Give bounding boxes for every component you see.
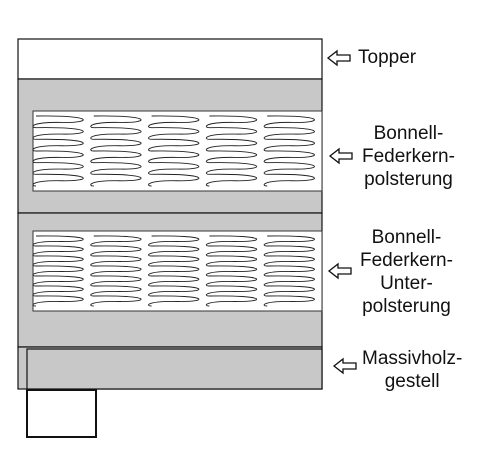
spring-coil (32, 115, 84, 187)
hollow-left-arrow-icon (327, 262, 352, 280)
spring-coil (90, 235, 142, 307)
spring-coil (148, 235, 200, 307)
topper-layer (17, 38, 323, 80)
hollow-left-arrow-icon (328, 147, 353, 165)
hollow-left-arrow-icon (326, 49, 351, 67)
label-frame-line-2: gestell (384, 371, 440, 392)
label-frame: Massivholz- gestell (362, 347, 462, 393)
label-lower-core-line-2: Federkern- (360, 250, 453, 271)
label-lower-core: Bonnell- Federkern- Unter- polsterung (360, 226, 453, 318)
label-lower-core-line-3: Unter- (380, 273, 433, 294)
spring-coil (205, 235, 258, 307)
label-upper-core-line-1: Bonnell- (373, 123, 444, 144)
spring-coil (148, 115, 200, 187)
label-upper-core-line-3: polsterung (364, 169, 453, 190)
label-upper-core-line-2: Federkern- (362, 146, 455, 167)
label-frame-line-1: Massivholz- (362, 348, 463, 369)
frame-inner-board (26, 348, 323, 390)
upper-spring-core (32, 110, 323, 192)
label-lower-core-line-1: Bonnell- (371, 227, 442, 248)
label-topper-text: Topper (358, 47, 417, 68)
spring-coil (263, 235, 315, 307)
spring-coil (263, 115, 315, 187)
spring-coil (32, 235, 84, 307)
label-topper: Topper (358, 46, 416, 69)
spring-coil (90, 115, 142, 187)
hollow-left-arrow-icon (332, 357, 357, 375)
spring-coil (205, 115, 258, 187)
bed-foot (26, 389, 97, 438)
lower-spring-core (32, 230, 323, 312)
label-lower-core-line-4: polsterung (362, 296, 451, 317)
label-upper-core: Bonnell- Federkern- polsterung (362, 122, 455, 191)
